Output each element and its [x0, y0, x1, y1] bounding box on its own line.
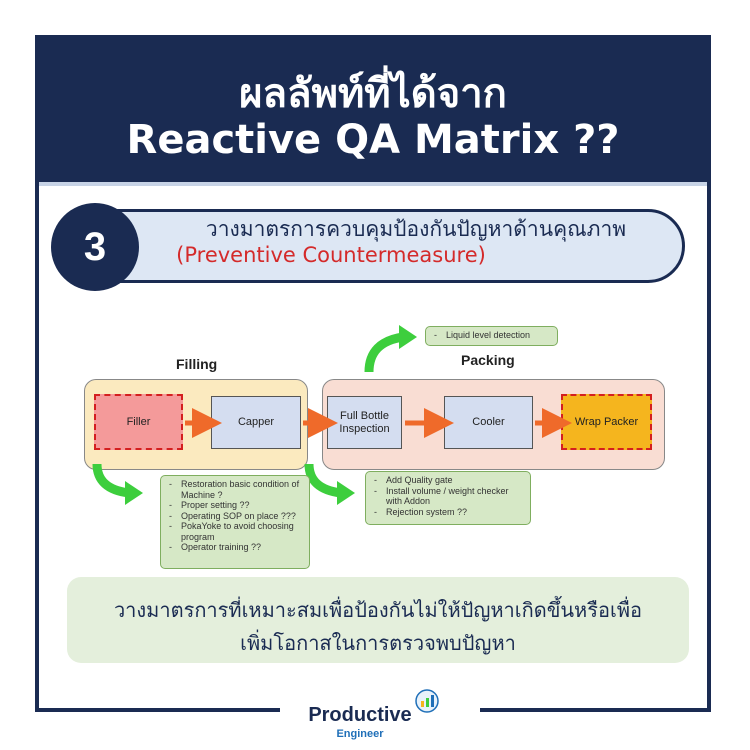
note-top: Liquid level detection [425, 326, 558, 346]
step-banner: 3 วางมาตรการควบคุมป้องกันปัญหาด้านคุณภาพ… [51, 203, 691, 291]
note-left: Restoration basic condition of Machine ?… [160, 475, 310, 569]
note-mid: Add Quality gate Install volume / weight… [365, 471, 531, 525]
summary-box: วางมาตรการที่เหมาะสมเพื่อป้องกันไม่ให้ปั… [67, 577, 689, 663]
brand-sub: Engineer [336, 728, 384, 740]
step-text-english: (Preventive Countermeasure) [176, 243, 486, 267]
label-packing: Packing [461, 352, 515, 368]
header-banner: ผลลัพท์ที่ได้จาก Reactive QA Matrix ?? [39, 39, 707, 186]
box-filler: Filler [94, 394, 183, 450]
page-title-line1: ผลลัพท์ที่ได้จาก [239, 71, 507, 117]
green-arrow-mid [304, 463, 342, 498]
brand-logo: Productive Engineer [280, 689, 480, 746]
green-arrow-left [92, 463, 130, 498]
box-capper: Capper [211, 396, 301, 449]
page-title-line2: Reactive QA Matrix ?? [126, 117, 620, 163]
label-filling: Filling [176, 356, 218, 372]
card-frame: ผลลัพท์ที่ได้จาก Reactive QA Matrix ?? 3… [35, 35, 711, 712]
green-arrow-top [364, 332, 404, 373]
chart-growth-icon [415, 689, 439, 713]
step-text-thai: วางมาตรการควบคุมป้องกันปัญหาด้านคุณภาพ [205, 217, 627, 241]
box-wrap-packer: Wrap Packer [561, 394, 652, 450]
diagram-arrows [92, 325, 572, 505]
step-number: 3 [51, 203, 139, 291]
summary-line1: วางมาตรการที่เหมาะสมเพื่อป้องกันไม่ให้ปั… [113, 598, 643, 622]
brand-name: Productive [308, 704, 412, 726]
summary-line2: เพิ่มโอกาสในการตรวจพบปัญหา [240, 631, 516, 655]
